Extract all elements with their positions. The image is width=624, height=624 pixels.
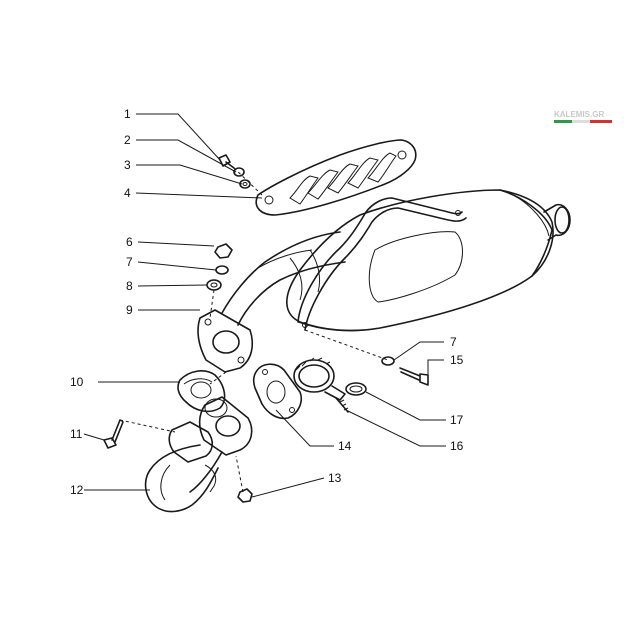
leader-lines	[83, 113, 446, 498]
front-flange	[197, 309, 254, 373]
callout-4: 4	[124, 186, 131, 200]
callout-11: 11	[70, 427, 83, 441]
flange-gasket	[252, 363, 303, 420]
callout-13: 13	[328, 471, 342, 485]
callout-15: 15	[450, 353, 464, 367]
callout-8: 8	[126, 279, 133, 293]
callout-9: 9	[126, 303, 133, 317]
callout-10: 10	[70, 375, 84, 389]
exhaust-bend-pipe	[221, 231, 346, 326]
watermark-stripe-white	[572, 120, 590, 123]
callout-7-right: 7	[450, 335, 457, 349]
heat-shield	[255, 139, 417, 216]
callout-14: 14	[338, 439, 352, 453]
callout-16: 16	[450, 439, 464, 453]
callout-17: 17	[450, 413, 464, 427]
callouts: 1 2 3 4 6 7 8 9 10 11 12 13 14 16 17 15 …	[70, 107, 464, 497]
gasket	[177, 370, 226, 413]
ring-seal	[345, 382, 367, 396]
callout-7: 7	[126, 255, 133, 269]
callout-3: 3	[124, 158, 131, 172]
hose-clamp	[293, 357, 349, 413]
callout-1: 1	[124, 107, 131, 121]
muffler-body	[286, 189, 571, 332]
watermark: KALEMIS.GR	[554, 110, 612, 123]
callout-6: 6	[126, 235, 133, 249]
alignment-lines	[119, 167, 389, 493]
manifold-pipe	[144, 396, 253, 513]
callout-12: 12	[70, 483, 84, 497]
watermark-stripe-green	[554, 120, 572, 123]
callout-2: 2	[124, 133, 131, 147]
watermark-stripe-red	[590, 120, 612, 123]
watermark-text: KALEMIS.GR	[554, 110, 604, 119]
